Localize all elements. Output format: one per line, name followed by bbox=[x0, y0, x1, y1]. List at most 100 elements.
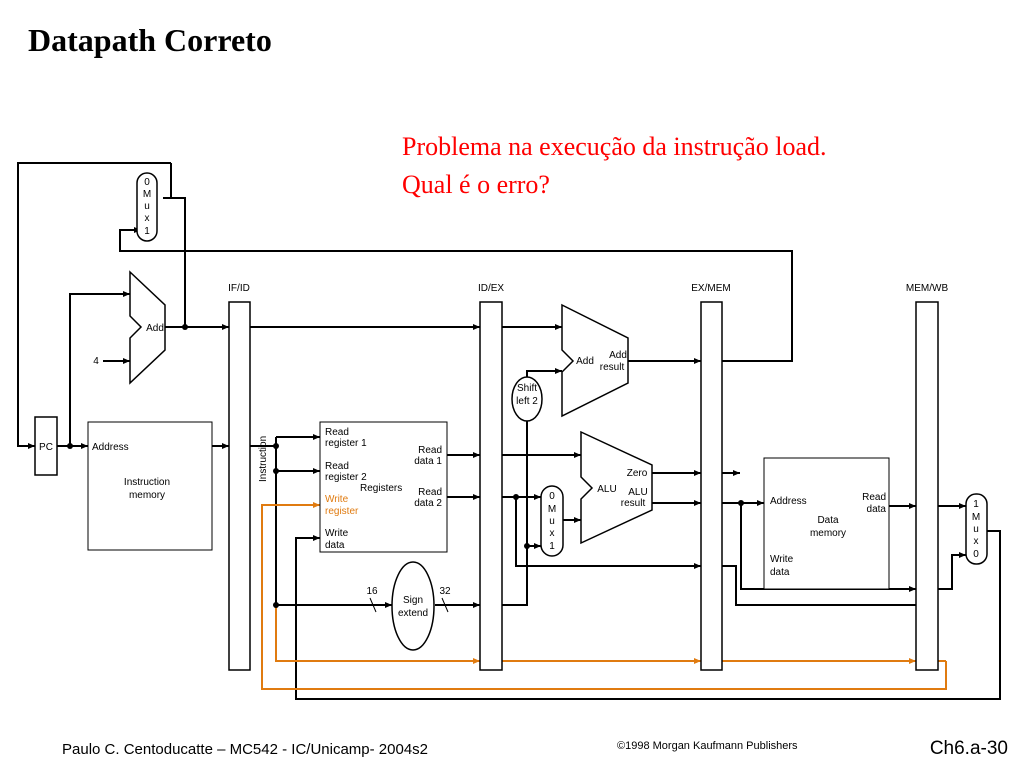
svg-text:0: 0 bbox=[549, 491, 555, 502]
svg-text:Sign: Sign bbox=[403, 595, 423, 606]
svg-text:memory: memory bbox=[810, 528, 846, 539]
junction-rt bbox=[273, 468, 279, 474]
svg-text:Registers: Registers bbox=[360, 483, 402, 494]
adder-branch: Add Add result bbox=[561, 303, 629, 418]
sign-extend: Sign extend bbox=[391, 561, 435, 651]
data-memory: Address Read data Data memory Write data bbox=[763, 457, 890, 590]
program-counter: PC bbox=[34, 416, 58, 476]
footer-slide-number: Ch6.a-30 bbox=[929, 738, 1008, 759]
svg-text:M: M bbox=[548, 504, 556, 515]
pipeline-register-ifid bbox=[228, 301, 251, 671]
svg-text:Add: Add bbox=[576, 356, 594, 367]
pipeline-register-idex bbox=[479, 301, 503, 671]
svg-text:Write: Write bbox=[770, 554, 794, 565]
footer-copyright: ©1998 Morgan Kaufmann Publishers bbox=[617, 740, 798, 752]
svg-text:Read: Read bbox=[418, 445, 442, 456]
svg-text:x: x bbox=[145, 213, 150, 224]
svg-text:Read: Read bbox=[418, 487, 442, 498]
const-four: 4 bbox=[93, 356, 99, 367]
junction-add bbox=[182, 324, 188, 330]
svg-text:Read: Read bbox=[862, 492, 886, 503]
svg-text:1: 1 bbox=[549, 541, 555, 552]
question-line-2: Qual é o erro? bbox=[402, 170, 550, 199]
junction-alu-addr bbox=[738, 500, 744, 506]
svg-text:Write: Write bbox=[325, 528, 349, 539]
wire-mux-out bbox=[163, 163, 172, 199]
bus-width-marks: 16 32 bbox=[366, 586, 451, 613]
junction-imm-ex bbox=[524, 543, 530, 549]
svg-text:data: data bbox=[325, 540, 345, 551]
svg-text:0: 0 bbox=[973, 549, 979, 560]
wire-rd2-to-exmem bbox=[515, 497, 701, 569]
svg-text:Read: Read bbox=[325, 461, 349, 472]
shift-left-2: Shift left 2 bbox=[511, 376, 543, 422]
footer-author: Paulo C. Centoducatte – MC542 - IC/Unica… bbox=[62, 741, 429, 758]
bits-16: 16 bbox=[366, 586, 378, 597]
bits-32: 32 bbox=[439, 586, 451, 597]
junction-pc bbox=[67, 443, 73, 449]
wire-writeback bbox=[295, 530, 1001, 700]
svg-text:u: u bbox=[973, 524, 979, 535]
svg-text:Write: Write bbox=[325, 494, 349, 505]
svg-text:Read: Read bbox=[325, 427, 349, 438]
wire-write-register bbox=[261, 502, 947, 690]
svg-text:data: data bbox=[770, 567, 790, 578]
mux-writeback: 1 M u x 0 bbox=[965, 493, 988, 565]
wire-memwb-alu bbox=[938, 552, 966, 590]
alu: ALU Zero ALU result bbox=[580, 430, 653, 545]
pipeline-label-memwb: MEM/WB bbox=[906, 283, 949, 294]
wire-pc4-to-mux bbox=[163, 197, 186, 327]
svg-text:data 2: data 2 bbox=[414, 498, 442, 509]
question-text: Problema na execução da instrução load. … bbox=[402, 128, 827, 204]
svg-text:Address: Address bbox=[770, 496, 807, 507]
write-register-path bbox=[261, 502, 947, 690]
register-file: Read register 1 Read register 2 Write re… bbox=[319, 421, 448, 553]
svg-text:ALU: ALU bbox=[628, 487, 647, 498]
wire-exmem-wd bbox=[722, 565, 916, 606]
svg-text:data: data bbox=[867, 504, 887, 515]
wire-idex-imm bbox=[502, 543, 541, 606]
svg-text:register: register bbox=[325, 506, 359, 517]
slide-title: Datapath Correto bbox=[28, 22, 272, 58]
pipeline-registers bbox=[228, 301, 939, 671]
pipeline-label-ifid: IF/ID bbox=[228, 283, 250, 294]
svg-text:register 1: register 1 bbox=[325, 438, 367, 449]
svg-text:1: 1 bbox=[144, 226, 150, 237]
svg-text:1: 1 bbox=[973, 499, 979, 510]
svg-text:register 2: register 2 bbox=[325, 472, 367, 483]
wire-pc-to-add bbox=[69, 291, 130, 446]
pipeline-label-exmem: EX/MEM bbox=[691, 283, 730, 294]
svg-text:0: 0 bbox=[144, 177, 150, 188]
svg-text:Address: Address bbox=[92, 442, 129, 453]
svg-text:left 2: left 2 bbox=[516, 396, 538, 407]
question-line-1: Problema na execução da instrução load. bbox=[402, 132, 827, 161]
svg-text:Add: Add bbox=[146, 323, 164, 334]
svg-text:ALU: ALU bbox=[597, 484, 616, 495]
pipeline-register-exmem bbox=[700, 301, 723, 671]
pipeline-register-memwb bbox=[915, 301, 939, 671]
junction-instr bbox=[273, 443, 279, 449]
svg-text:Add: Add bbox=[609, 350, 627, 361]
junctions bbox=[67, 324, 744, 608]
wire-shift-out bbox=[526, 368, 562, 378]
svg-text:Data: Data bbox=[817, 515, 839, 526]
junction-imm bbox=[273, 602, 279, 608]
wire-rd-field bbox=[275, 605, 480, 664]
svg-text:x: x bbox=[550, 528, 555, 539]
svg-text:result: result bbox=[621, 498, 646, 509]
svg-text:Shift: Shift bbox=[517, 383, 537, 394]
svg-text:data 1: data 1 bbox=[414, 456, 442, 467]
svg-text:M: M bbox=[972, 512, 980, 523]
svg-text:extend: extend bbox=[398, 608, 428, 619]
mux-pc-select: 0 M u x 1 bbox=[136, 172, 158, 242]
svg-text:u: u bbox=[549, 516, 555, 527]
wire-mux-to-pc bbox=[17, 162, 171, 449]
svg-text:u: u bbox=[144, 201, 150, 212]
svg-text:result: result bbox=[600, 362, 625, 373]
mux-alu-src: 0 M u x 1 bbox=[540, 485, 564, 557]
instruction-memory: Address Instruction memory bbox=[87, 421, 213, 551]
adder-pc4: Add bbox=[129, 270, 166, 385]
svg-text:Zero: Zero bbox=[627, 468, 648, 479]
svg-text:memory: memory bbox=[129, 490, 165, 501]
